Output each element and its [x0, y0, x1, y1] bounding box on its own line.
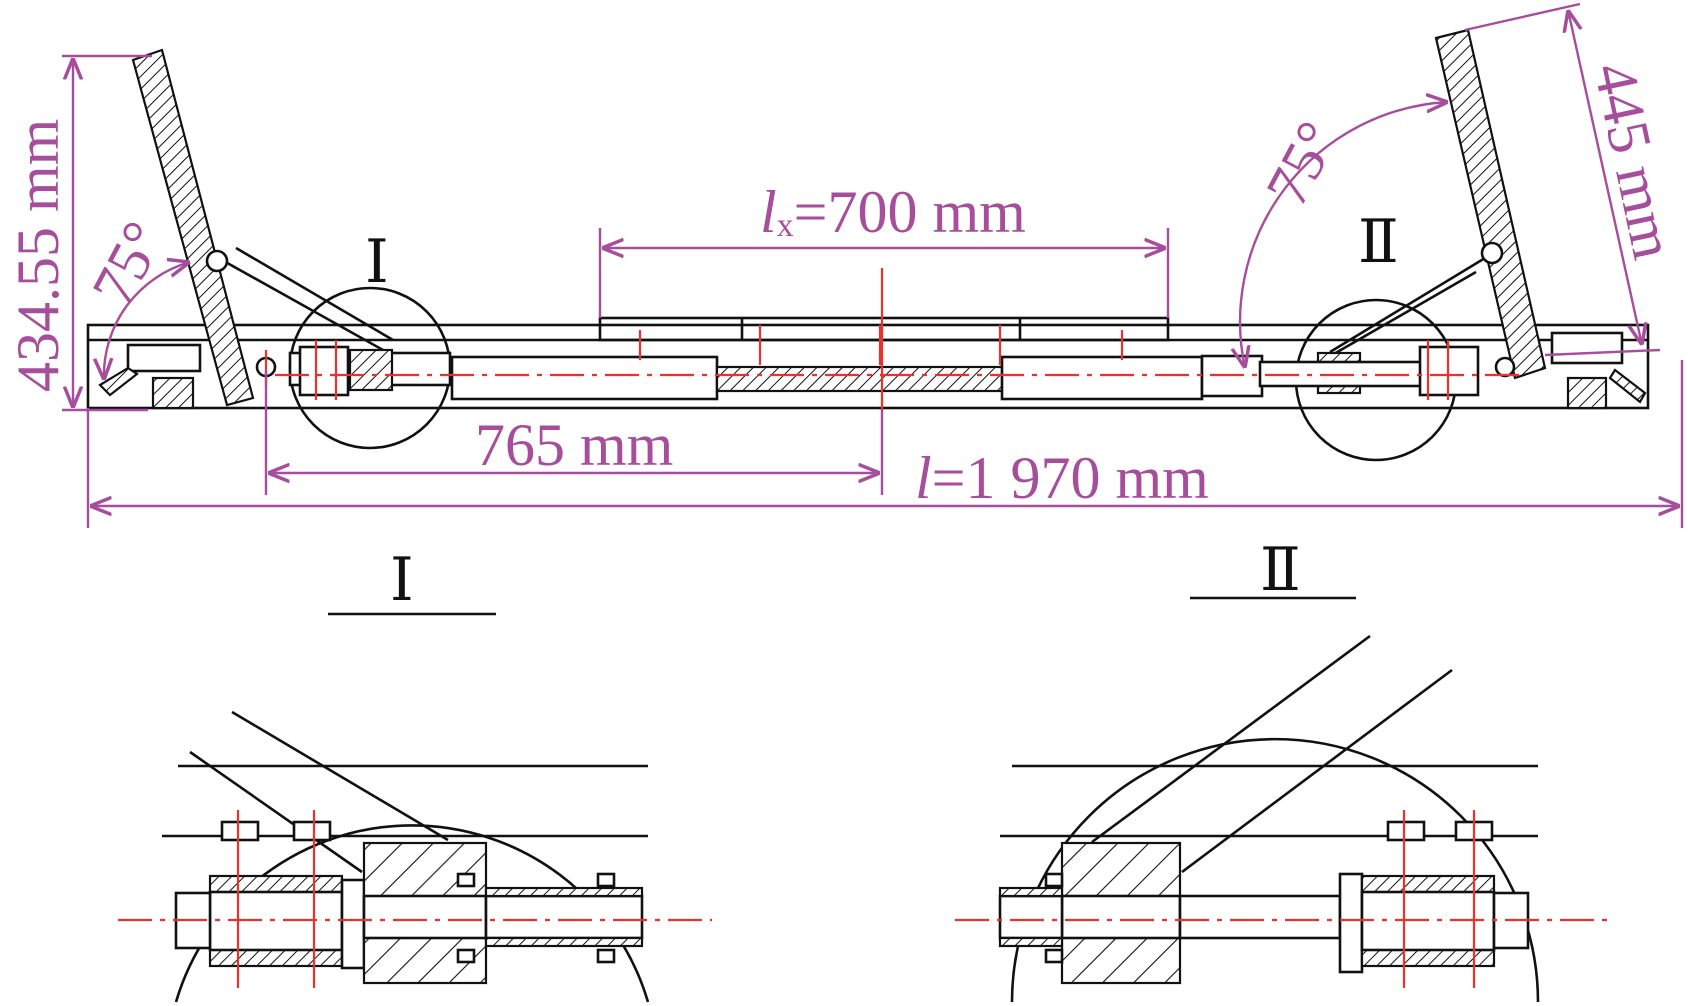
- detail-view-right: Ⅱ: [955, 537, 1612, 1003]
- main-assembly: [86, 28, 1650, 462]
- dimensions: lx=700 mm 765 mm l=1 970 mm 434.55 mm 75…: [5, 2, 1687, 528]
- right-end-block: [1566, 376, 1608, 410]
- detail-label-right: Ⅱ: [1260, 537, 1301, 603]
- center-offset-label: 765 mm: [475, 412, 673, 478]
- detail-view-left: Ⅰ: [118, 547, 712, 1003]
- right-length-label: 445 mm: [1581, 57, 1687, 265]
- main-label-right: Ⅱ: [1358, 209, 1399, 275]
- top-plate: [598, 316, 1170, 342]
- left-angle-label: 75°: [79, 211, 177, 316]
- right-tilt-arm: [1434, 28, 1547, 380]
- lx-dimension-label: lx=700 mm: [760, 179, 1026, 245]
- right-angle-label: 75°: [1253, 111, 1351, 216]
- base-frame: [86, 323, 1650, 410]
- lead-screw: [715, 365, 1004, 393]
- total-length-label: l=1 970 mm: [915, 445, 1209, 511]
- left-tilt-arm: [131, 48, 255, 407]
- left-height-label: 434.55 mm: [5, 119, 71, 392]
- left-end-block: [151, 376, 195, 410]
- main-label-left: Ⅰ: [365, 229, 389, 295]
- detail-label-left: Ⅰ: [390, 547, 414, 613]
